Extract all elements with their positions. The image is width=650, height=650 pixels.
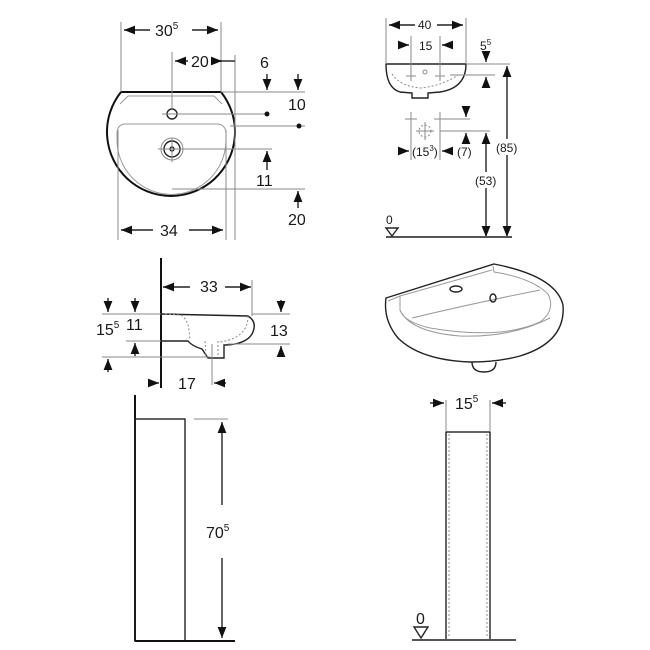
- dim-tap-spacing: 15: [419, 39, 433, 53]
- dim-pedestal-height: 705: [206, 523, 230, 542]
- floor-marker-icon-pedestal: [412, 626, 430, 640]
- dim-front-height: 13: [270, 323, 288, 340]
- supply-positions: [405, 112, 446, 140]
- dim-6: 6: [260, 55, 269, 72]
- dim-supply-from-floor: (53): [475, 174, 496, 188]
- dim-width-front: 40: [418, 18, 432, 32]
- floor-marker-icon: [384, 227, 400, 238]
- dim-supply-height: (7): [457, 145, 472, 159]
- dim-supply-spacing: (153): [412, 144, 438, 159]
- dim-bowl-height: 11: [126, 317, 143, 334]
- dim-width-bottom: 34: [160, 223, 178, 240]
- tap-positions: [406, 69, 445, 81]
- tap-hole-icon-3d: [449, 285, 463, 293]
- front-elevation: 40 15 55 (153): [384, 18, 522, 238]
- dim-overall-height: 155: [96, 320, 120, 339]
- basin-outline-plan: [106, 91, 236, 197]
- basin-front-outline: [385, 63, 467, 99]
- pedestal-front-outline: [445, 431, 491, 641]
- overflow-icon-3d: [489, 293, 497, 303]
- basin-inner-rim: [119, 95, 223, 105]
- pedestal-front-view: 155 0: [412, 394, 516, 641]
- floor-level-label-pedestal: 0: [416, 611, 425, 628]
- top-view-plan: 305 20 6 10 11 20 34: [106, 21, 306, 240]
- dim-projection: 33: [200, 279, 218, 296]
- dim-rim-height: (85): [496, 141, 517, 155]
- basin-side-outline: [160, 313, 255, 359]
- pedestal-side-view: 705: [134, 395, 235, 642]
- dim-width-top: 305: [155, 21, 179, 40]
- floor-level-label: 0: [386, 213, 393, 227]
- dim-tap-offset: 20: [191, 54, 209, 71]
- pedestal-side-outline: [134, 418, 186, 642]
- dim-pedestal-width: 155: [455, 394, 479, 413]
- basin-isometric-view: [384, 263, 564, 373]
- basin-3d-drain: [471, 361, 497, 373]
- dim-tap-hole-depth: 10: [288, 97, 306, 114]
- dim-depth-total: 20: [288, 212, 306, 229]
- dim-drain-offset: 11: [256, 173, 273, 190]
- dim-rim-depth: 55: [480, 38, 492, 53]
- dim-drain-from-wall: 17: [178, 376, 196, 393]
- side-section: 33 155 11 13 17: [96, 258, 290, 393]
- basin-3d-outline: [384, 263, 564, 363]
